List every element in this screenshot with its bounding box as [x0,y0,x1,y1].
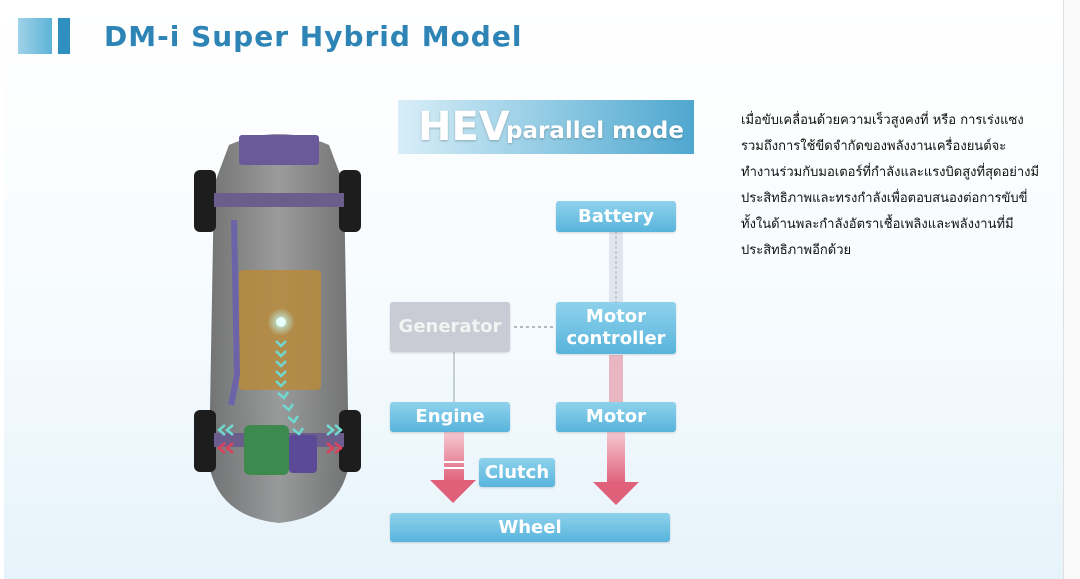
clutch-node: Clutch [479,458,555,487]
slide: DM-i Super Hybrid Model HEV parallel mod… [4,0,1065,579]
motor-output-arrow [607,432,625,484]
car-topview-illustration [194,134,361,523]
engine-node: Engine [390,402,510,432]
wheel-front-right [339,170,361,232]
wheel-node: Wheel [390,513,670,542]
wheel-front-left [194,170,216,232]
description-text: เมื่อขับเคลื่อนด้วยความเร็วสูงคงที่ หรือ… [741,113,1040,258]
mode-banner: HEV parallel mode [398,100,694,154]
engine-output-arrow [444,432,464,482]
motor-block [289,435,317,473]
mode-banner-sub: parallel mode [506,118,684,144]
motor-node: Motor [556,402,676,432]
power-flow-diagram [430,231,639,505]
engine-block [244,425,289,475]
wheel-rear-right [339,410,361,472]
motor-controller-node: Motor controller [556,302,676,354]
page-title: DM-i Super Hybrid Model [104,20,523,53]
battery-node: Battery [556,201,676,232]
mode-banner-main: HEV [418,104,510,150]
title-decoration [18,18,78,54]
window-edge [1063,0,1080,579]
wheel-rear-left [194,410,216,472]
generator-node: Generator [390,302,510,352]
